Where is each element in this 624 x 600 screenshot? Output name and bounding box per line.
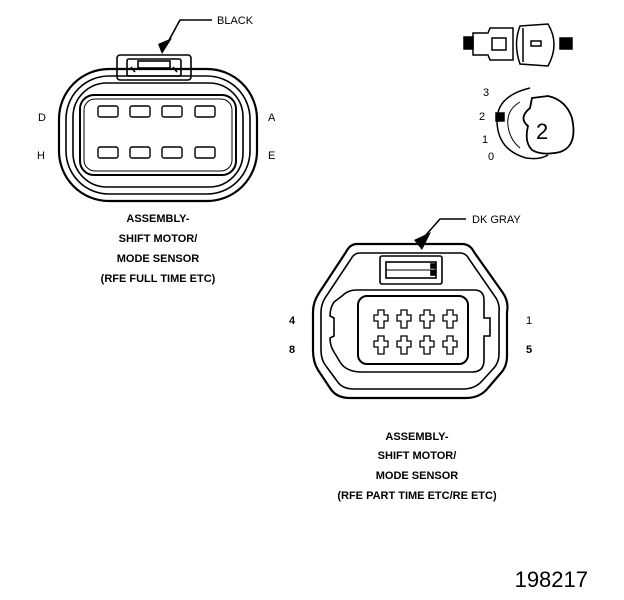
black-connector-outer-shell <box>57 67 259 203</box>
pin-label-5: 5 <box>526 344 532 356</box>
gray-callout-leader <box>424 218 466 237</box>
position-label-2: 2 <box>479 111 485 123</box>
gray-callout-arrowhead <box>414 232 431 250</box>
dial-value: 2 <box>536 119 548 144</box>
gray-color-label: DK GRAY <box>472 214 521 226</box>
pin-label-h: H <box>37 150 45 162</box>
black-connector-pin-cavity <box>79 94 237 176</box>
connector-dk-gray <box>311 218 509 400</box>
pin-label-e: E <box>268 150 275 162</box>
connector-black <box>57 19 259 203</box>
gray-connector-latch <box>379 255 443 285</box>
pin <box>419 335 435 355</box>
caption-line: MODE SENSOR <box>376 470 459 482</box>
caption-line: (RFE FULL TIME ETC) <box>101 273 216 285</box>
gray-connector-pin-cavity <box>357 295 469 365</box>
pin <box>419 309 435 329</box>
caption-line: (RFE PART TIME ETC/RE ETC) <box>337 490 497 502</box>
sensor-shaft-stub-left <box>463 36 474 50</box>
pin <box>97 105 119 118</box>
dial-pointer-cam <box>522 95 575 155</box>
pin <box>396 335 412 355</box>
black-connector-mid-shell <box>65 75 251 195</box>
pin-label-a: A <box>268 112 276 124</box>
dial-inner-arc <box>507 101 521 149</box>
pin-label-8: 8 <box>289 344 295 356</box>
caption-line: MODE SENSOR <box>117 253 200 265</box>
pin-label-d: D <box>38 112 46 124</box>
pin <box>194 105 216 118</box>
sensor-plug-body <box>472 27 514 61</box>
sensor-body <box>515 23 555 67</box>
sensor-position-dial <box>495 87 575 160</box>
dial-position-marker <box>495 112 505 122</box>
pin <box>442 335 458 355</box>
figure-number: 198217 <box>515 567 588 592</box>
pin <box>161 105 183 118</box>
pin <box>442 309 458 329</box>
caption-line: SHIFT MOTOR/ <box>119 233 198 245</box>
black-connector-pin-cavity-inner <box>83 98 233 172</box>
black-connector-inner-shell <box>72 82 244 188</box>
caption-line: ASSEMBLY- <box>126 213 190 225</box>
position-label-3: 3 <box>483 87 489 99</box>
pin-label-1: 1 <box>526 315 532 327</box>
position-label-0: 0 <box>488 151 494 163</box>
pin <box>373 335 389 355</box>
gray-connector-outer-shell <box>311 242 509 400</box>
caption-full-time: ASSEMBLY- SHIFT MOTOR/ MODE SENSOR (RFE … <box>101 213 216 285</box>
black-callout-leader <box>167 19 212 43</box>
gray-connector-insert <box>329 289 491 373</box>
sensor-plug-key <box>491 37 507 51</box>
caption-line: SHIFT MOTOR/ <box>378 450 457 462</box>
pin <box>129 146 151 159</box>
black-callout-arrowhead <box>158 38 172 54</box>
pin <box>373 309 389 329</box>
black-connector-pins <box>97 105 216 159</box>
pin <box>396 309 412 329</box>
gray-connector-inner-shell <box>320 252 500 390</box>
caption-part-time: ASSEMBLY- SHIFT MOTOR/ MODE SENSOR (RFE … <box>337 431 497 502</box>
sensor-side-view <box>463 23 573 67</box>
pin <box>161 146 183 159</box>
pin <box>97 146 119 159</box>
dial-body <box>496 87 549 160</box>
position-label-1: 1 <box>482 134 488 146</box>
pin-label-4: 4 <box>289 315 296 327</box>
pin <box>194 146 216 159</box>
caption-line: ASSEMBLY- <box>385 431 449 443</box>
gray-connector-pins <box>373 309 458 355</box>
sensor-shaft-stub-right <box>559 37 573 50</box>
black-color-label: BLACK <box>217 15 254 27</box>
pin <box>129 105 151 118</box>
